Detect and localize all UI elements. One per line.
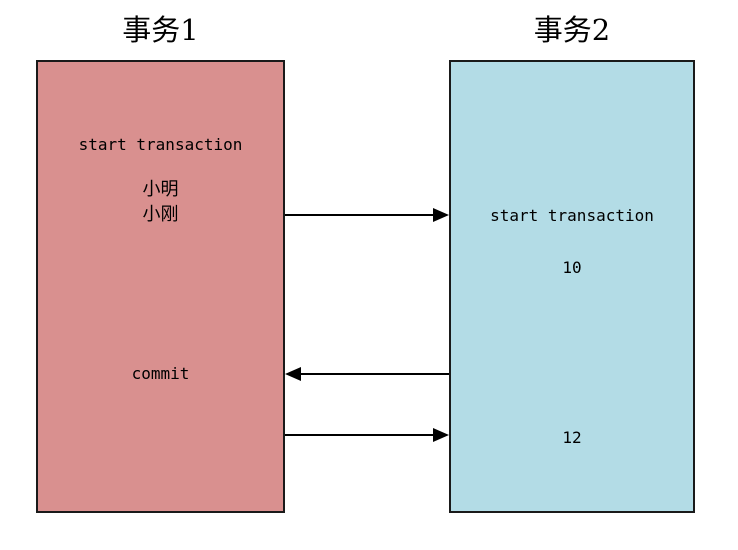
transaction1-name1-label: 小明: [142, 179, 179, 200]
arrowhead-left-icon: [285, 367, 301, 381]
transaction2-box: [449, 60, 695, 513]
arrowhead-right-icon: [433, 428, 449, 442]
transaction1-commit-label: commit: [131, 364, 190, 383]
transaction1-name2-label: 小刚: [142, 204, 179, 225]
arrowhead-right-icon: [433, 208, 449, 222]
arrow-line: [285, 434, 435, 436]
transaction2-title: 事务2: [533, 13, 611, 47]
transaction1-start-label: start transaction: [78, 135, 243, 154]
transaction1-title: 事务1: [122, 13, 199, 47]
transaction2-start-label: start transaction: [490, 206, 654, 225]
transaction2-value1-label: 10: [562, 258, 582, 277]
arrow-line: [301, 373, 449, 375]
transaction2-value2-label: 12: [562, 428, 582, 447]
transaction1-box: [36, 60, 285, 513]
arrow-line: [285, 214, 435, 216]
